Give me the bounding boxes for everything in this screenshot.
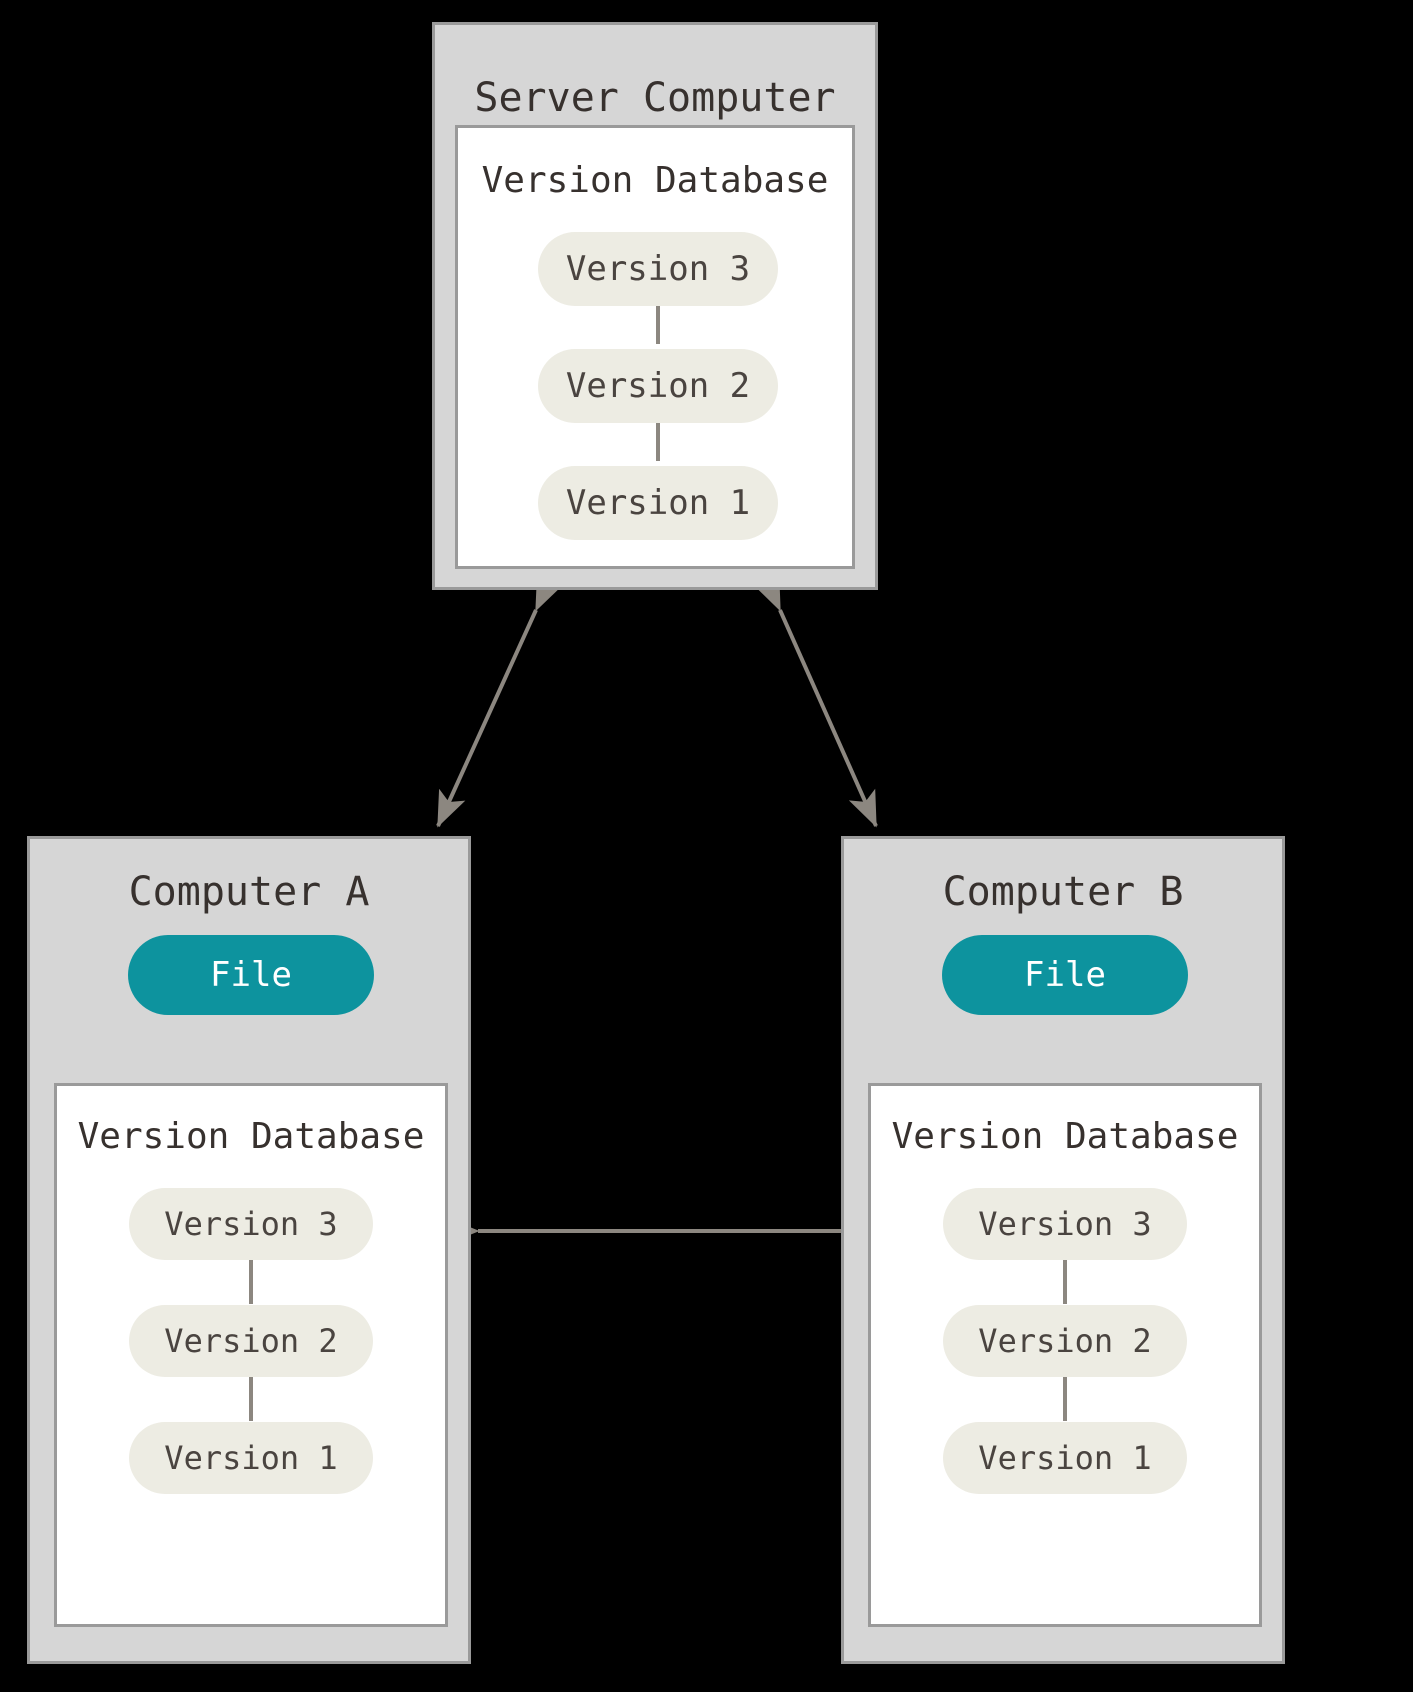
server-version-3-label: Version 3	[565, 249, 751, 289]
computer-a-version-connector-2-1	[249, 1377, 253, 1421]
computer-a-version-1-pill[interactable]: Version 1	[129, 1422, 373, 1494]
server-version-2-pill[interactable]: Version 2	[538, 349, 778, 423]
computer-b-version-connector-2-1	[1063, 1377, 1067, 1421]
server-version-database-box[interactable]: Version Database Version 3 Version 2 Ver…	[455, 125, 855, 569]
computer-b-version-1-label: Version 1	[978, 1439, 1152, 1477]
computer-b-title: Computer B	[942, 869, 1184, 915]
computer-a-version-3-label: Version 3	[164, 1205, 338, 1243]
computer-a-title: Computer A	[128, 869, 370, 915]
computer-b-version-database-box[interactable]: Version Database Version 3 Version 2 Ver…	[868, 1083, 1262, 1627]
computer-b-file-label: File	[1024, 955, 1106, 995]
computer-a-box[interactable]: Computer A File Version Database Version…	[27, 836, 471, 1664]
computer-b-version-3-label: Version 3	[978, 1205, 1152, 1243]
computer-a-version-database-box[interactable]: Version Database Version 3 Version 2 Ver…	[54, 1083, 448, 1627]
server-version-connector-2-1	[656, 423, 660, 461]
computer-a-file-pill[interactable]: File	[128, 935, 374, 1015]
computer-a-file-label: File	[210, 955, 292, 995]
computer-a-version-2-pill[interactable]: Version 2	[129, 1305, 373, 1377]
computer-b-version-2-label: Version 2	[978, 1322, 1152, 1360]
server-version-database-title: Version Database	[481, 160, 829, 201]
server-version-1-label: Version 1	[565, 483, 751, 523]
server-computer-title: Server Computer	[474, 75, 836, 121]
computer-a-version-database-title: Version Database	[77, 1116, 425, 1157]
computer-b-version-3-pill[interactable]: Version 3	[943, 1188, 1187, 1260]
computer-b-box[interactable]: Computer B File Version Database Version…	[841, 836, 1285, 1664]
connection-server-to-computer-a	[436, 572, 564, 828]
computer-b-version-2-pill[interactable]: Version 2	[943, 1305, 1187, 1377]
computer-a-version-1-label: Version 1	[164, 1439, 338, 1477]
computer-b-version-1-pill[interactable]: Version 1	[943, 1422, 1187, 1494]
server-version-connector-3-2	[656, 306, 660, 344]
server-version-3-pill[interactable]: Version 3	[538, 232, 778, 306]
server-computer-box[interactable]: Server Computer Version Database Version…	[432, 22, 878, 590]
computer-b-file-pill[interactable]: File	[942, 935, 1188, 1015]
computer-a-version-3-pill[interactable]: Version 3	[129, 1188, 373, 1260]
computer-a-version-connector-3-2	[249, 1260, 253, 1304]
computer-b-version-connector-3-2	[1063, 1260, 1067, 1304]
server-version-1-pill[interactable]: Version 1	[538, 466, 778, 540]
server-version-2-label: Version 2	[565, 366, 751, 406]
computer-b-version-database-title: Version Database	[891, 1116, 1239, 1157]
connection-server-to-computer-b	[752, 572, 878, 828]
computer-a-version-2-label: Version 2	[164, 1322, 338, 1360]
